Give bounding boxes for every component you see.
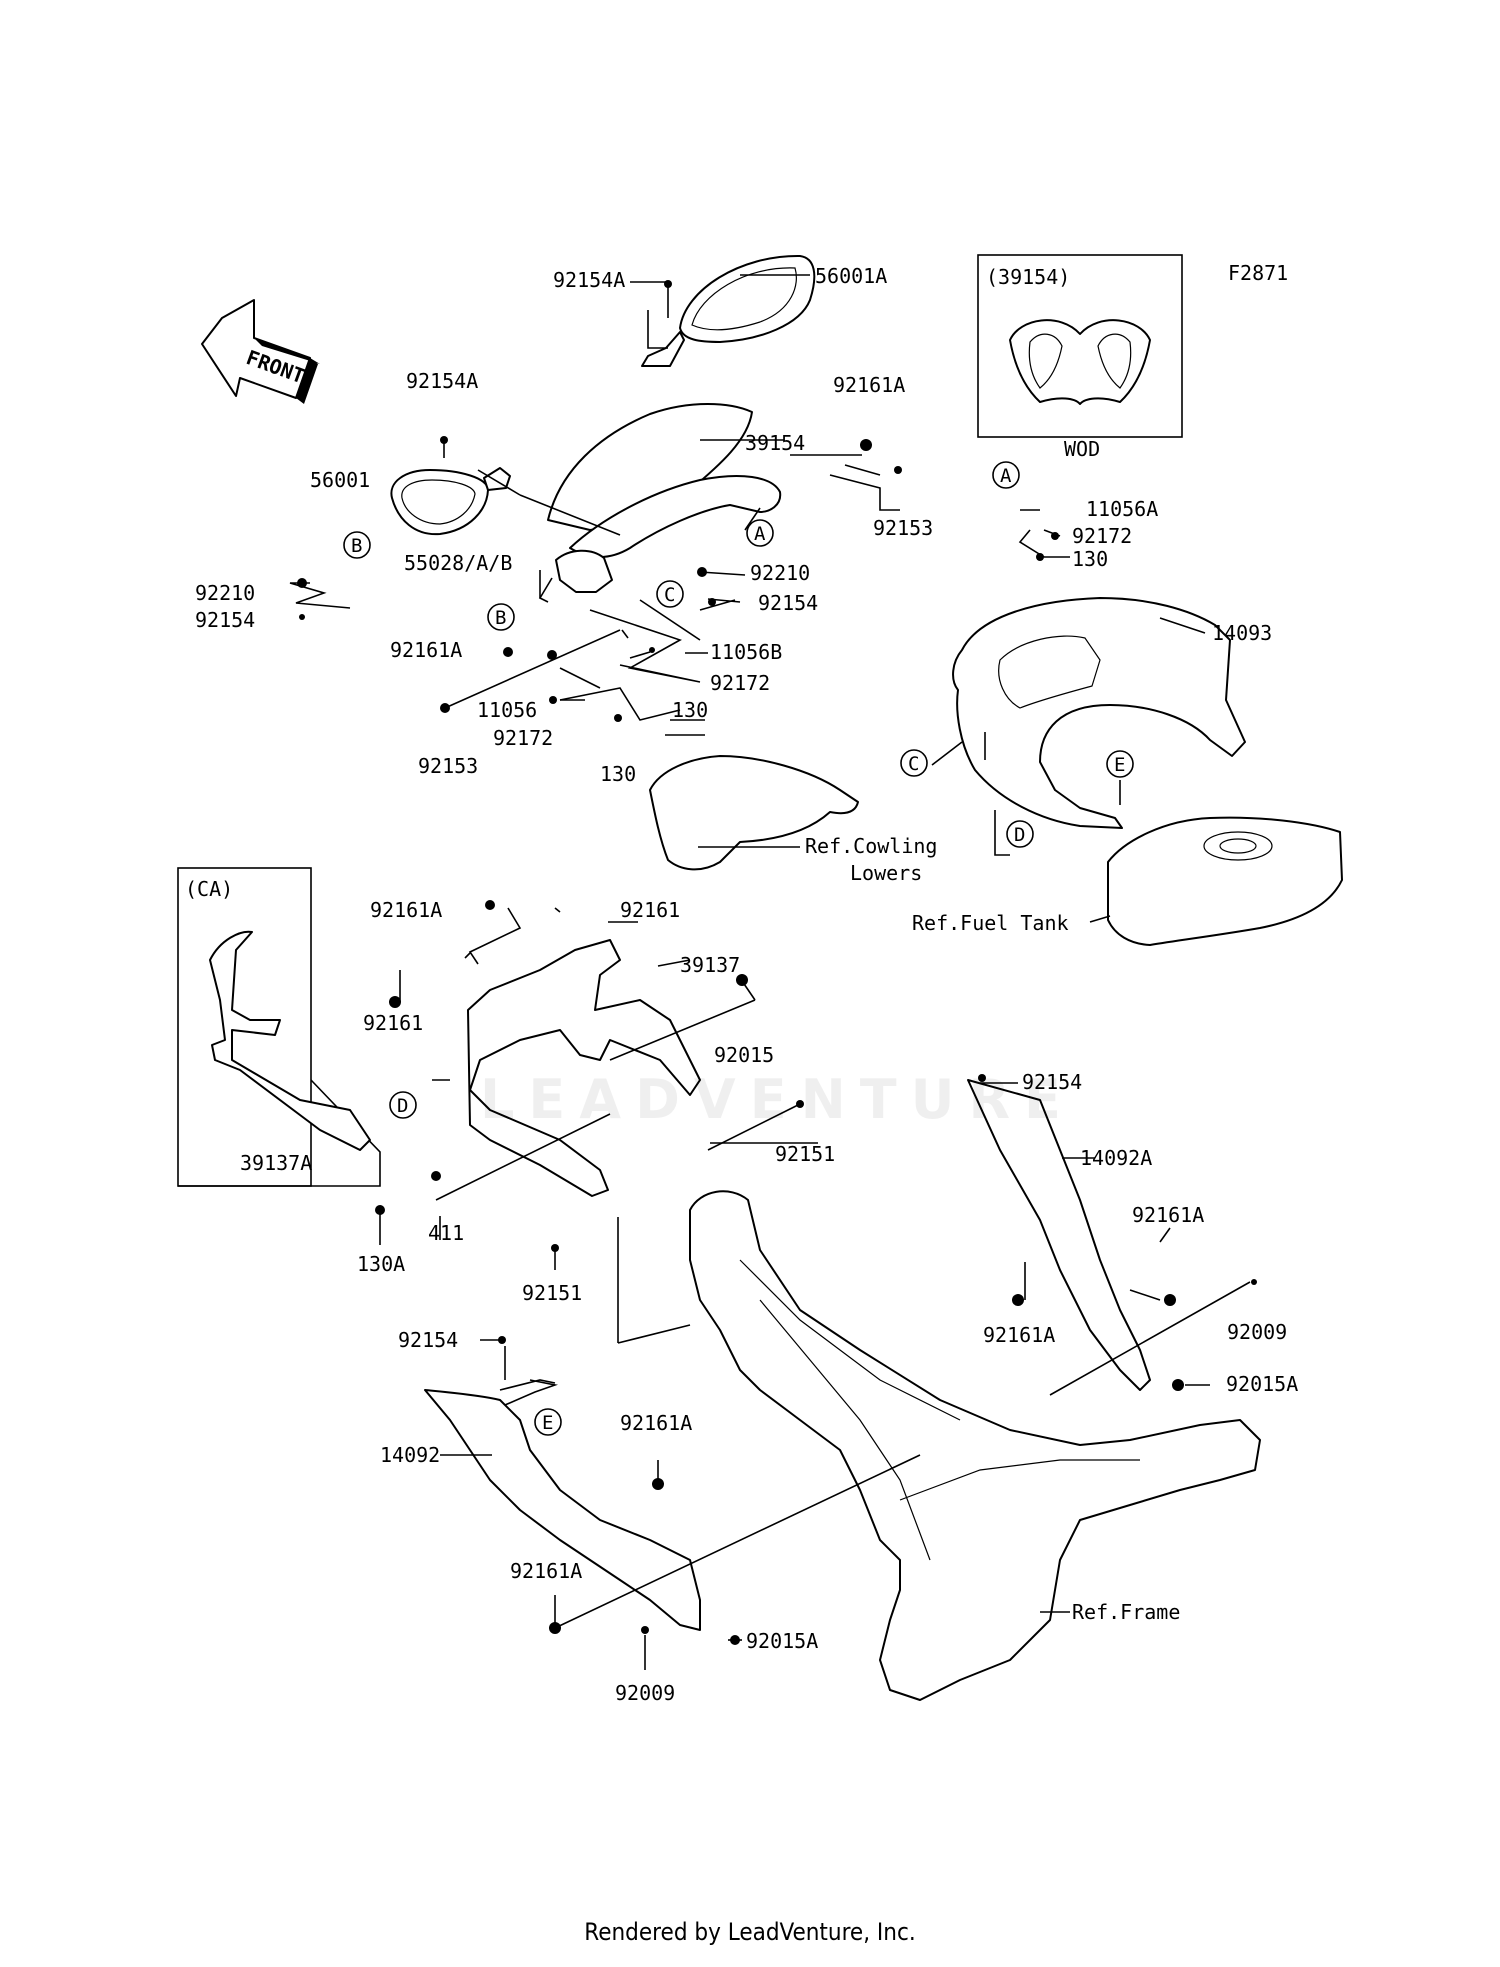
label-92153-left: 92153: [418, 754, 478, 778]
svg-text:B: B: [351, 535, 362, 557]
label-ref-cowling-lowers: Lowers: [850, 861, 922, 885]
watermark: LEADVENTURE: [480, 1068, 1075, 1131]
label-14093: 14093: [1212, 621, 1272, 645]
inset-wod-caption: WOD: [1064, 437, 1100, 461]
footer-credit: Rendered by LeadVenture, Inc.: [584, 1918, 916, 1946]
label-411: 411: [428, 1221, 464, 1245]
inset-ca-title: (CA): [185, 877, 233, 901]
callout-E2: E: [534, 1408, 562, 1436]
meter-cover: [569, 475, 782, 558]
label-130A: 130A: [357, 1252, 405, 1276]
label-92210-left: 92210: [195, 581, 255, 605]
label-92153-right: 92153: [873, 516, 933, 540]
label-39154: 39154: [745, 431, 805, 455]
label-130-a: 130: [600, 762, 636, 786]
label-92154A-left: 92154A: [406, 369, 478, 393]
label-56001: 56001: [310, 468, 370, 492]
label-56001A: 56001A: [815, 264, 887, 288]
label-92009-right: 92009: [1227, 1320, 1287, 1344]
label-11056A: 11056A: [1086, 497, 1158, 521]
label-11056: 11056: [477, 698, 537, 722]
label-130-b: 130: [672, 698, 708, 722]
label-92151-a: 92151: [775, 1142, 835, 1166]
label-ref-cowling: Ref.Cowling: [805, 834, 937, 858]
label-92161A-center: 92161A: [620, 1411, 692, 1435]
label-92172-r: 92172: [1072, 524, 1132, 548]
svg-text:A: A: [754, 523, 766, 545]
callout-B1: B: [343, 531, 371, 559]
side-cover-right: [967, 1079, 1151, 1391]
label-92161A-r1: 92161A: [1132, 1203, 1204, 1227]
front-arrow-icon: FRONT: [201, 299, 320, 404]
fasteners: [297, 280, 1257, 1645]
label-92015A-right: 92015A: [1226, 1372, 1298, 1396]
svg-text:D: D: [1014, 824, 1025, 846]
label-92015A-bottom: 92015A: [746, 1629, 818, 1653]
svg-text:E: E: [542, 1412, 553, 1434]
fuel-tank: [1107, 816, 1343, 946]
label-92161A-mid: 92161A: [390, 638, 462, 662]
label-92210-right: 92210: [750, 561, 810, 585]
inset-ca: (CA) 39137A: [177, 867, 381, 1187]
inner-cover: [952, 597, 1246, 829]
label-92172-a: 92172: [493, 726, 553, 750]
label-14092A: 14092A: [1080, 1146, 1152, 1170]
label-92009-bottom: 92009: [615, 1681, 675, 1705]
label-92015: 92015: [714, 1043, 774, 1067]
label-92154A: 92154A: [553, 268, 625, 292]
callouts: A A B B C C D D E E: [343, 461, 1134, 1436]
label-ref-frame: Ref.Frame: [1072, 1600, 1180, 1624]
callout-D1: D: [1006, 820, 1034, 848]
label-130-r: 130: [1072, 547, 1108, 571]
callout-C1: C: [656, 580, 684, 608]
inset-ca-part: 39137A: [240, 1151, 312, 1175]
callout-A1: A: [746, 519, 774, 547]
label-11056B: 11056B: [710, 640, 782, 664]
label-ref-fuel-tank: Ref.Fuel Tank: [912, 911, 1069, 935]
label-92154-left: 92154: [195, 608, 255, 632]
label-92161A-r2: 92161A: [983, 1323, 1055, 1347]
label-92154-mid: 92154: [758, 591, 818, 615]
callout-A2: A: [992, 461, 1020, 489]
stay-bracket: [555, 549, 613, 593]
svg-text:E: E: [1114, 754, 1125, 776]
part-labels: 92154A 56001A 92154A 39154 92161A 56001 …: [195, 264, 1298, 1705]
callout-C2: C: [900, 749, 928, 777]
cowl-bracket: [467, 939, 701, 1197]
callout-D2: D: [389, 1091, 417, 1119]
svg-text:B: B: [495, 607, 506, 629]
label-55028: 55028/A/B: [404, 551, 512, 575]
svg-text:C: C: [664, 584, 675, 606]
label-92172-b: 92172: [710, 671, 770, 695]
svg-text:C: C: [908, 753, 919, 775]
inset-wod-title: (39154): [986, 265, 1070, 289]
label-39137: 39137: [680, 953, 740, 977]
svg-text:A: A: [1000, 465, 1012, 487]
inset-wod: (39154) WOD: [977, 254, 1183, 461]
cowling-lower: [649, 755, 859, 871]
label-92161-left: 92161: [363, 1011, 423, 1035]
frame: [689, 1190, 1261, 1701]
label-92151-b: 92151: [522, 1281, 582, 1305]
label-92154-right: 92154: [1022, 1070, 1082, 1094]
callout-E1: E: [1106, 750, 1134, 778]
mirror-right: [641, 254, 816, 367]
label-92154-bottom-left: 92154: [398, 1328, 458, 1352]
side-cover-left: [424, 1389, 701, 1631]
callout-B2: B: [487, 603, 515, 631]
label-92161A-bottom-left: 92161A: [510, 1559, 582, 1583]
label-92161A-top: 92161A: [833, 373, 905, 397]
label-92161-bracket: 92161: [620, 898, 680, 922]
svg-text:D: D: [397, 1095, 408, 1117]
figure-code: F2871: [1228, 261, 1288, 285]
label-92161A-bracket: 92161A: [370, 898, 442, 922]
leader-lines: [289, 274, 1251, 1670]
label-14092: 14092: [380, 1443, 440, 1467]
